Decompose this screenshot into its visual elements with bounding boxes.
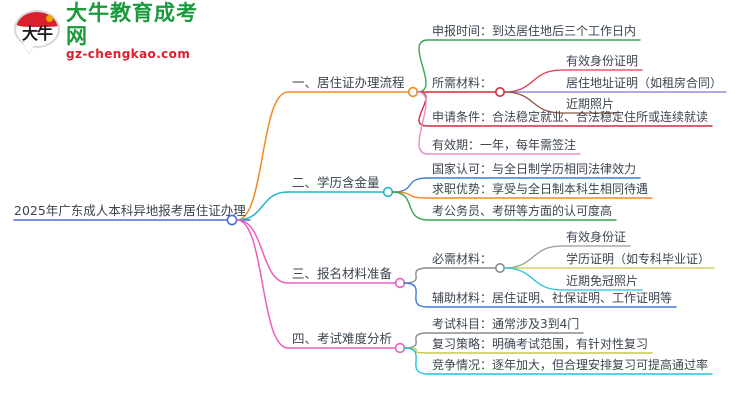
logo-title: 大牛教育成考网 <box>66 1 198 48</box>
leaf-label-1-2-3[interactable]: 近期照片 <box>566 97 615 111</box>
sub-label-3-1[interactable]: 必需材料： <box>432 252 493 266</box>
branch-label-1[interactable]: 一、居住证办理流程 <box>292 75 405 90</box>
sub-label-1-1[interactable]: 申报时间：到达居住地后三个工作日内 <box>432 24 637 38</box>
sub-label-1-4[interactable]: 有效期：一年，每年需签注 <box>432 138 577 152</box>
sub-label-4-2[interactable]: 复习策略：明确考试范围，有针对性复习 <box>432 337 649 351</box>
sub-label-2-1[interactable]: 国家认可：与全日制学历相同法律效力 <box>432 162 637 176</box>
branch-label-4[interactable]: 四、考试难度分析 <box>292 331 393 346</box>
sub-label-1-2[interactable]: 所需材料： <box>432 76 493 90</box>
site-logo: 大牛 大牛教育成考网 gz-chengkao.com <box>14 2 204 61</box>
branch-label-2[interactable]: 二、学历含金量 <box>292 175 380 190</box>
leaf-label-3-1-3[interactable]: 近期免冠照片 <box>566 274 639 288</box>
sub-label-4-1[interactable]: 考试科目：通常涉及3到4门 <box>432 317 580 331</box>
leaf-label-1-2-1[interactable]: 有效身份证明 <box>566 54 639 68</box>
branch-label-3[interactable]: 三、报名材料准备 <box>292 266 393 281</box>
root-node-label[interactable]: 2025年广东成人本科异地报考居住证办理 <box>14 203 246 218</box>
sub-label-2-3[interactable]: 考公务员、考研等方面的认可度高 <box>432 204 613 218</box>
sub-label-2-2[interactable]: 求职优势：享受与全日制本科生相同待遇 <box>432 182 649 196</box>
leaf-label-1-2-2[interactable]: 居住地址证明（如租房合同） <box>566 76 723 90</box>
logo-bubble-icon: 大牛 <box>14 10 60 54</box>
sub-label-1-3[interactable]: 申请条件：合法稳定就业、合法稳定住所或连续就读 <box>432 110 709 124</box>
logo-accent-dot-icon <box>46 15 53 22</box>
leaf-label-3-1-2[interactable]: 学历证明（如专科毕业证） <box>566 252 711 266</box>
logo-mark-text: 大牛 <box>21 24 53 43</box>
leaf-label-3-1-1[interactable]: 有效身份证 <box>566 230 627 244</box>
sub-label-3-2[interactable]: 辅助材料：居住证明、社保证明、工作证明等 <box>432 291 673 305</box>
logo-url: gz-chengkao.com <box>66 46 191 61</box>
sub-label-4-3[interactable]: 竞争情况：逐年加大，但合理安排复习可提高通过率 <box>432 358 709 372</box>
